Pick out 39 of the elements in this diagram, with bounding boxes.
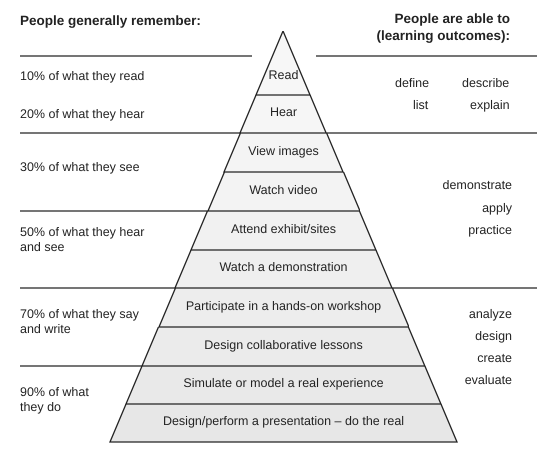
retention-label: 70% of what they say and write [20,307,140,337]
layer-label: Read [268,68,300,82]
outcome-verb: evaluate [464,373,512,388]
layer-label: Simulate or model a real experience [182,376,385,390]
layer-label: Participate in a hands-on workshop [184,298,382,312]
pyramid-layer [222,133,344,172]
column-heading: People generally remember: [20,12,202,29]
retention-label: 90% of what they do [20,385,90,415]
outcome-verb: explain [470,98,510,113]
outcome-verb: apply [481,201,512,216]
pyramid-layer [239,95,328,133]
column-heading: People are able to (learning outcomes): [375,10,510,44]
retention-label: 10% of what they read [20,69,146,84]
outcome-verb: analyze [468,307,512,322]
layer-label: Design collaborative lessons [203,338,364,352]
outcome-verb: design [474,329,512,344]
retention-label: 20% of what they hear [20,107,146,122]
layer-label: Watch video [248,182,319,196]
pyramid-layer [255,31,312,95]
retention-label: 50% of what they hear and see [20,225,146,255]
pyramid-layer [141,327,426,366]
pyramid-layer [158,288,410,327]
outcome-verb: describe [462,76,510,91]
pyramid-layer [109,404,458,442]
outcome-verb: define [395,76,430,91]
outcome-verb: list [413,98,428,113]
pyramid-layer [125,366,442,404]
outcome-verb: practice [467,223,512,238]
layer-label: View images [247,144,320,158]
layer-label: Design/perform a presentation – do the real [162,414,406,428]
outcome-verb: create [476,351,512,366]
pyramid-layer [206,172,360,211]
pyramid-layer [190,211,377,250]
pyramid-layer [174,250,393,288]
outcome-verb: demonstrate [442,178,512,193]
layer-label: Watch a demonstration [218,260,349,274]
layer-label: Attend exhibit/sites [230,222,337,236]
retention-label: 30% of what they see [20,160,141,175]
layer-label: Hear [268,105,298,119]
